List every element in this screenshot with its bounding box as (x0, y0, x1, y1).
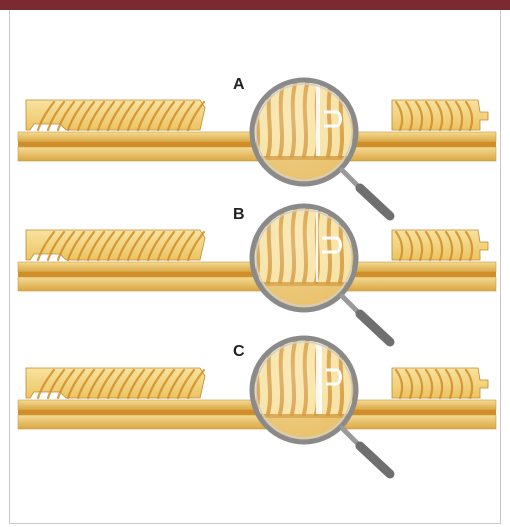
right-plank (392, 100, 488, 130)
magnifier-handle (360, 446, 390, 474)
panel-c (18, 338, 496, 474)
flooring-panels (18, 80, 496, 474)
panel-b (18, 206, 496, 342)
right-plank (392, 230, 488, 260)
panel-label-c: C (233, 343, 245, 361)
panel-a (18, 80, 496, 216)
magnifier-handle (360, 314, 390, 342)
panel-label-a: A (233, 76, 245, 94)
magnifier-handle (360, 188, 390, 216)
panel-label-b: B (233, 206, 245, 224)
right-plank (392, 368, 488, 398)
